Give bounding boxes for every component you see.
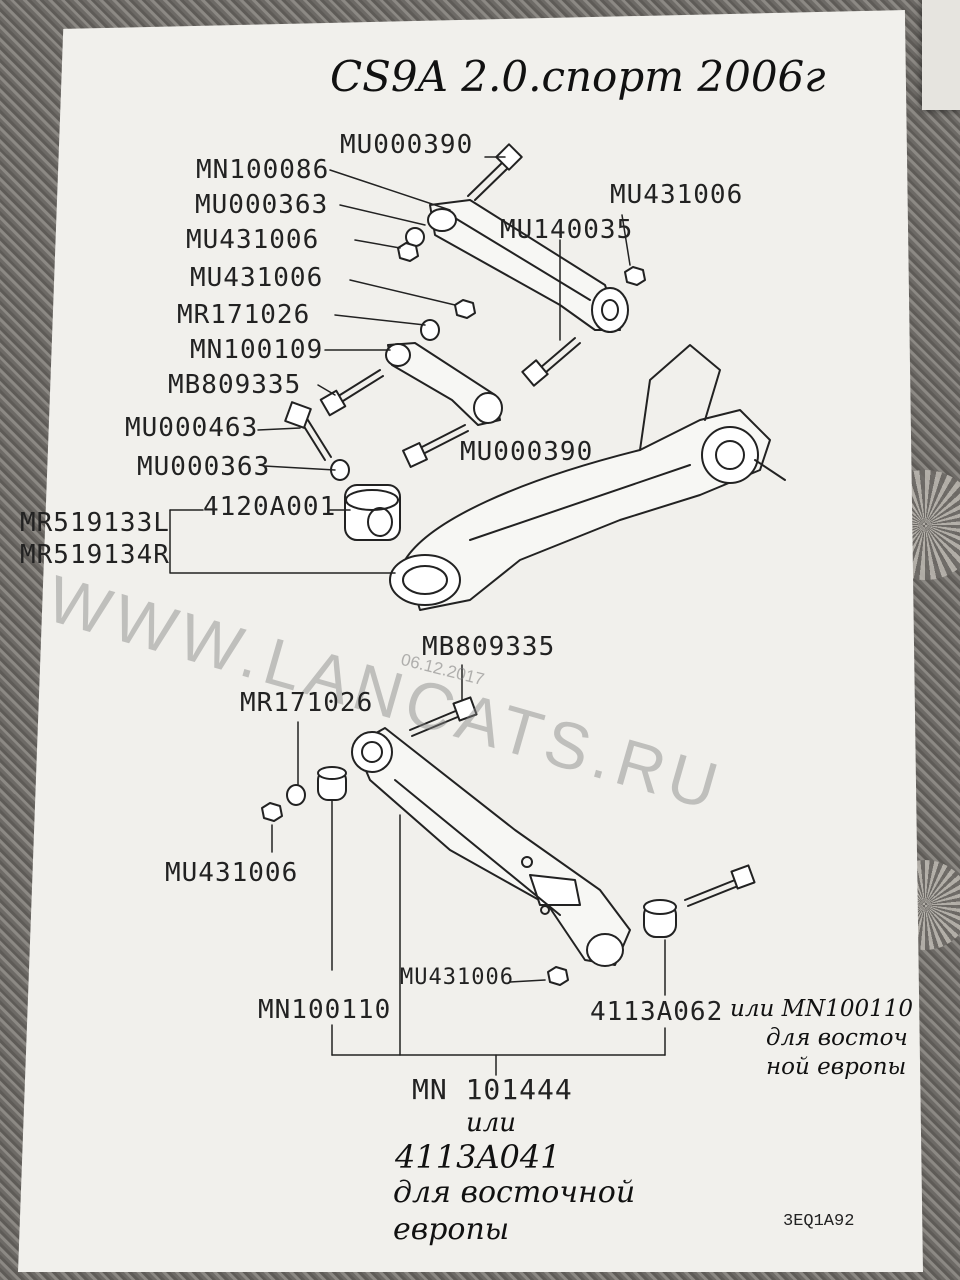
label-mr519134r: MR519134R xyxy=(20,540,170,570)
nut xyxy=(454,299,476,319)
label-mn100109: MN100109 xyxy=(190,335,324,365)
note-or-mn100110: или MN100110 xyxy=(730,996,914,1022)
corner-note xyxy=(922,0,960,110)
label-mn100086: MN100086 xyxy=(196,155,330,185)
nut xyxy=(261,802,283,822)
label-mu000463: MU000463 xyxy=(125,413,259,443)
note-east-europe-2: ной европы xyxy=(766,1054,907,1080)
label-mu000390-top: MU000390 xyxy=(340,130,474,160)
label-mu140035: MU140035 xyxy=(500,215,634,245)
lower-bolt-2 xyxy=(684,864,756,907)
upper-bolt-2 xyxy=(521,337,581,387)
label-mr171026-top: MR171026 xyxy=(177,300,311,330)
lower-bushing-2 xyxy=(643,899,677,938)
upper-leaders xyxy=(169,156,631,574)
note-4113a041: 4113A041 xyxy=(395,1138,561,1176)
note-east-europe-4: европы xyxy=(393,1212,510,1247)
upper-bolt-1 xyxy=(467,143,523,201)
lower-bushing-1 xyxy=(317,766,347,801)
figure-code: 3EQ1A92 xyxy=(783,1212,855,1231)
label-mu000390-mid: MU000390 xyxy=(460,437,594,467)
nut xyxy=(397,242,419,262)
label-mb809335-top: MB809335 xyxy=(168,370,302,400)
note-east-europe-1: для восточ xyxy=(766,1025,908,1051)
label-mu000363-top: MU000363 xyxy=(195,190,329,220)
washer xyxy=(420,319,440,341)
middle-bolt-2 xyxy=(284,401,332,461)
page-title: CS9A 2.0.спорт 2006г xyxy=(330,52,826,101)
label-mr519133l: MR519133L xyxy=(20,508,170,538)
label-mu431006-left: MU431006 xyxy=(165,858,299,888)
label-mb809335-bottom: MB809335 xyxy=(422,632,556,662)
middle-bolt-3 xyxy=(402,424,469,468)
lower-arm xyxy=(351,727,631,967)
trailing-arm-bushing xyxy=(344,484,401,541)
label-mu000363-mid: MU000363 xyxy=(137,452,271,482)
washer xyxy=(286,784,306,806)
label-mn101444: MN 101444 xyxy=(412,1073,573,1106)
middle-link xyxy=(385,342,503,426)
label-mu431006-right: MU431006 xyxy=(610,180,744,210)
label-mu431006-1: MU431006 xyxy=(186,225,320,255)
label-4120a001: 4120A001 xyxy=(203,492,337,522)
nut xyxy=(624,266,646,286)
label-mr171026-bottom: MR171026 xyxy=(240,688,374,718)
nut xyxy=(547,966,569,986)
upper-arm xyxy=(427,199,629,333)
label-mn100110: MN100110 xyxy=(258,995,392,1025)
note-or: или xyxy=(466,1108,517,1138)
label-mu431006-2: MU431006 xyxy=(190,263,324,293)
trailing-arm xyxy=(389,344,786,611)
middle-bolt-1 xyxy=(319,369,384,417)
label-4113a062: 4113A062 xyxy=(590,997,724,1027)
label-mu431006-center: MU431006 xyxy=(400,965,514,990)
lower-leaders xyxy=(271,664,666,1076)
note-east-europe-3: для восточной xyxy=(393,1175,636,1210)
